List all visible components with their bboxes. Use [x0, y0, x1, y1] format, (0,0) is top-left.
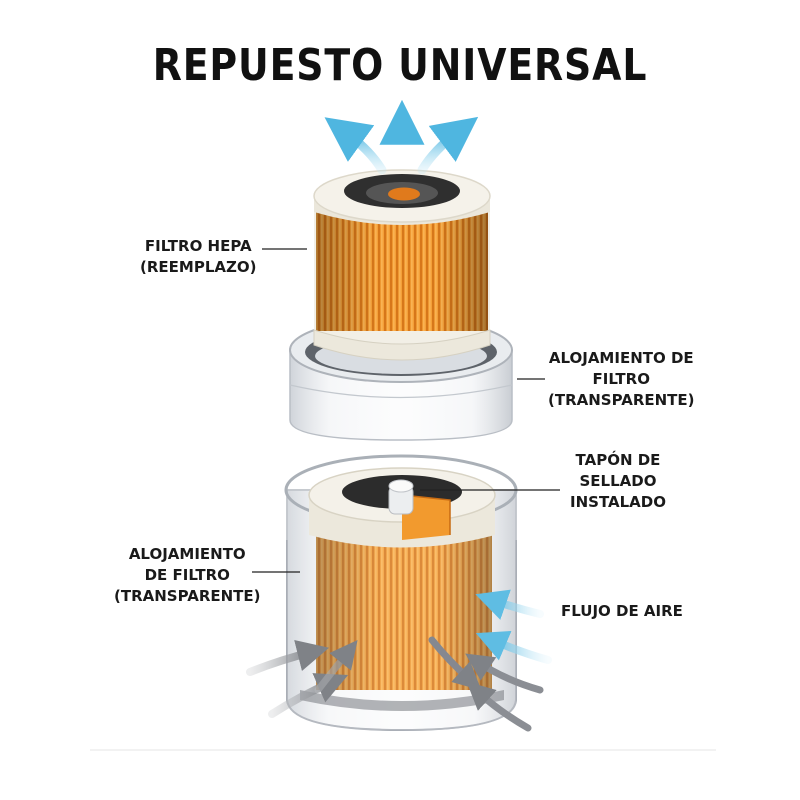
airflow-in-arrows	[246, 589, 552, 732]
label-hepa-filter: FILTRO HEPA (REEMPLAZO)	[140, 237, 257, 276]
label-housing-right: ALOJAMIENTO DE FILTRO (TRANSPARENTE)	[548, 349, 695, 409]
leader-lines	[252, 248, 560, 573]
airflow-out-arrows	[324, 99, 479, 175]
sealing-plug	[388, 479, 414, 515]
hepa-filter	[313, 169, 491, 361]
label-housing-left: ALOJAMIENTO DE FILTRO (TRANSPARENTE)	[114, 545, 261, 605]
label-airflow: FLUJO DE AIRE	[561, 602, 683, 620]
label-seal-plug: TAPÓN DE SELLADO INSTALADO	[570, 451, 666, 511]
page-title: REPUESTO UNIVERSAL	[152, 40, 648, 91]
